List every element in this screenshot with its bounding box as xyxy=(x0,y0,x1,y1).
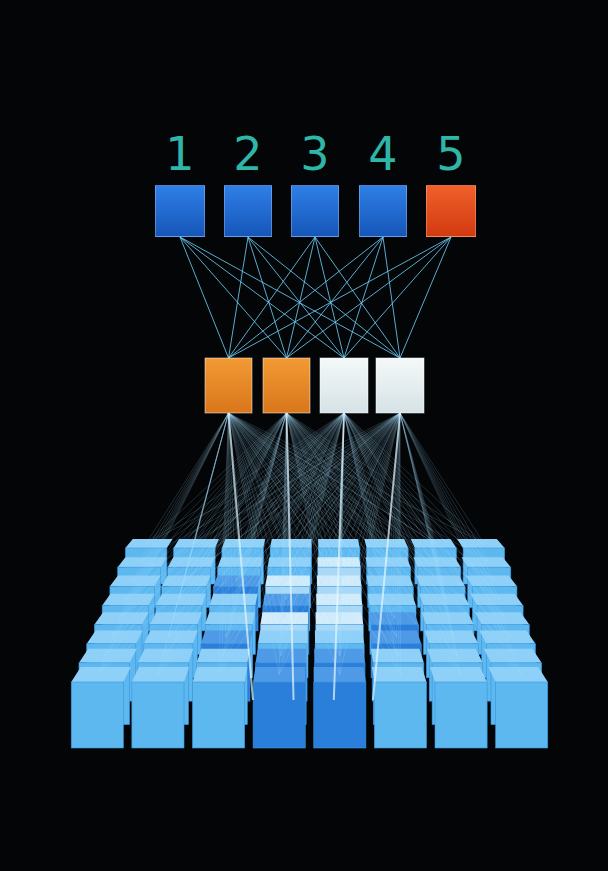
output-unit: 3 xyxy=(291,123,339,237)
input-connections xyxy=(97,413,521,700)
unit-square xyxy=(426,185,476,237)
connection-line xyxy=(179,413,400,600)
input-grid xyxy=(71,539,548,748)
hidden-unit xyxy=(376,358,424,413)
connection-line xyxy=(189,413,286,562)
connection-line xyxy=(400,413,401,675)
connection-line xyxy=(229,237,249,358)
cube-front xyxy=(374,682,426,748)
unit-square xyxy=(291,185,339,237)
connection-line xyxy=(125,413,400,600)
unit-number: 3 xyxy=(291,123,339,185)
connection-line xyxy=(340,413,400,656)
connection-line xyxy=(287,413,462,675)
connection-line xyxy=(219,413,400,675)
connection-line xyxy=(400,413,484,544)
connection-line xyxy=(344,237,451,358)
connection-line xyxy=(132,413,400,581)
connection-line xyxy=(104,413,344,656)
cube-front xyxy=(71,682,123,748)
connection-line xyxy=(400,413,489,562)
output-unit: 2 xyxy=(224,123,272,237)
connection-line xyxy=(400,413,500,600)
connection-line xyxy=(158,413,344,675)
connection-line xyxy=(248,237,400,358)
connection-line xyxy=(400,413,522,675)
connection-line xyxy=(248,237,287,358)
connection-line xyxy=(111,413,344,637)
output-unit: 4 xyxy=(359,123,407,237)
connection-line xyxy=(400,413,511,637)
unit-square xyxy=(359,185,407,237)
hidden-unit xyxy=(320,358,368,413)
output-connections xyxy=(180,237,451,358)
unit-number: 2 xyxy=(224,123,272,185)
connection-line xyxy=(104,413,400,656)
unit-number: 5 xyxy=(426,123,476,185)
connection-line xyxy=(146,413,400,544)
connection-line xyxy=(179,413,344,600)
cube-front xyxy=(496,682,548,748)
connection-line xyxy=(288,413,400,581)
connection-line xyxy=(146,413,344,544)
connection-line xyxy=(340,413,400,675)
connection-line xyxy=(281,413,400,656)
output-unit: 1 xyxy=(155,123,205,237)
connection-line xyxy=(163,413,400,656)
unit-square xyxy=(224,185,272,237)
cube-front xyxy=(253,682,305,748)
connection-line xyxy=(97,413,400,675)
unit-number: 4 xyxy=(359,123,407,185)
connection-line xyxy=(168,413,400,637)
cube-front xyxy=(192,682,244,748)
hidden-unit xyxy=(263,358,310,413)
connection-line xyxy=(400,413,495,581)
connection-line xyxy=(118,413,400,618)
connection-line xyxy=(279,413,344,675)
connection-line xyxy=(125,413,344,600)
unit-square xyxy=(155,185,205,237)
connection-line xyxy=(222,413,400,656)
connection-line xyxy=(400,413,505,618)
connection-line xyxy=(163,413,286,656)
connection-line xyxy=(118,413,344,618)
cube-front xyxy=(314,682,366,748)
connection-line xyxy=(400,413,461,675)
cube-front xyxy=(435,682,487,748)
connection-line xyxy=(373,413,400,700)
connection-line xyxy=(287,237,452,358)
connection-line xyxy=(400,413,516,656)
cube-front xyxy=(132,682,184,748)
connection-line xyxy=(229,237,452,358)
output-unit: 5 xyxy=(426,123,476,237)
connection-line xyxy=(174,413,400,618)
connection-line xyxy=(279,413,400,675)
unit-number: 1 xyxy=(155,123,205,185)
connection-line xyxy=(158,413,400,675)
connection-line xyxy=(281,413,344,656)
connection-line xyxy=(158,413,287,675)
connection-line xyxy=(315,237,400,358)
connection-line xyxy=(180,237,400,358)
connection-line xyxy=(229,237,316,358)
connection-line xyxy=(111,413,400,637)
connection-line xyxy=(344,237,383,358)
connection-line xyxy=(400,237,451,358)
hidden-unit xyxy=(205,358,252,413)
